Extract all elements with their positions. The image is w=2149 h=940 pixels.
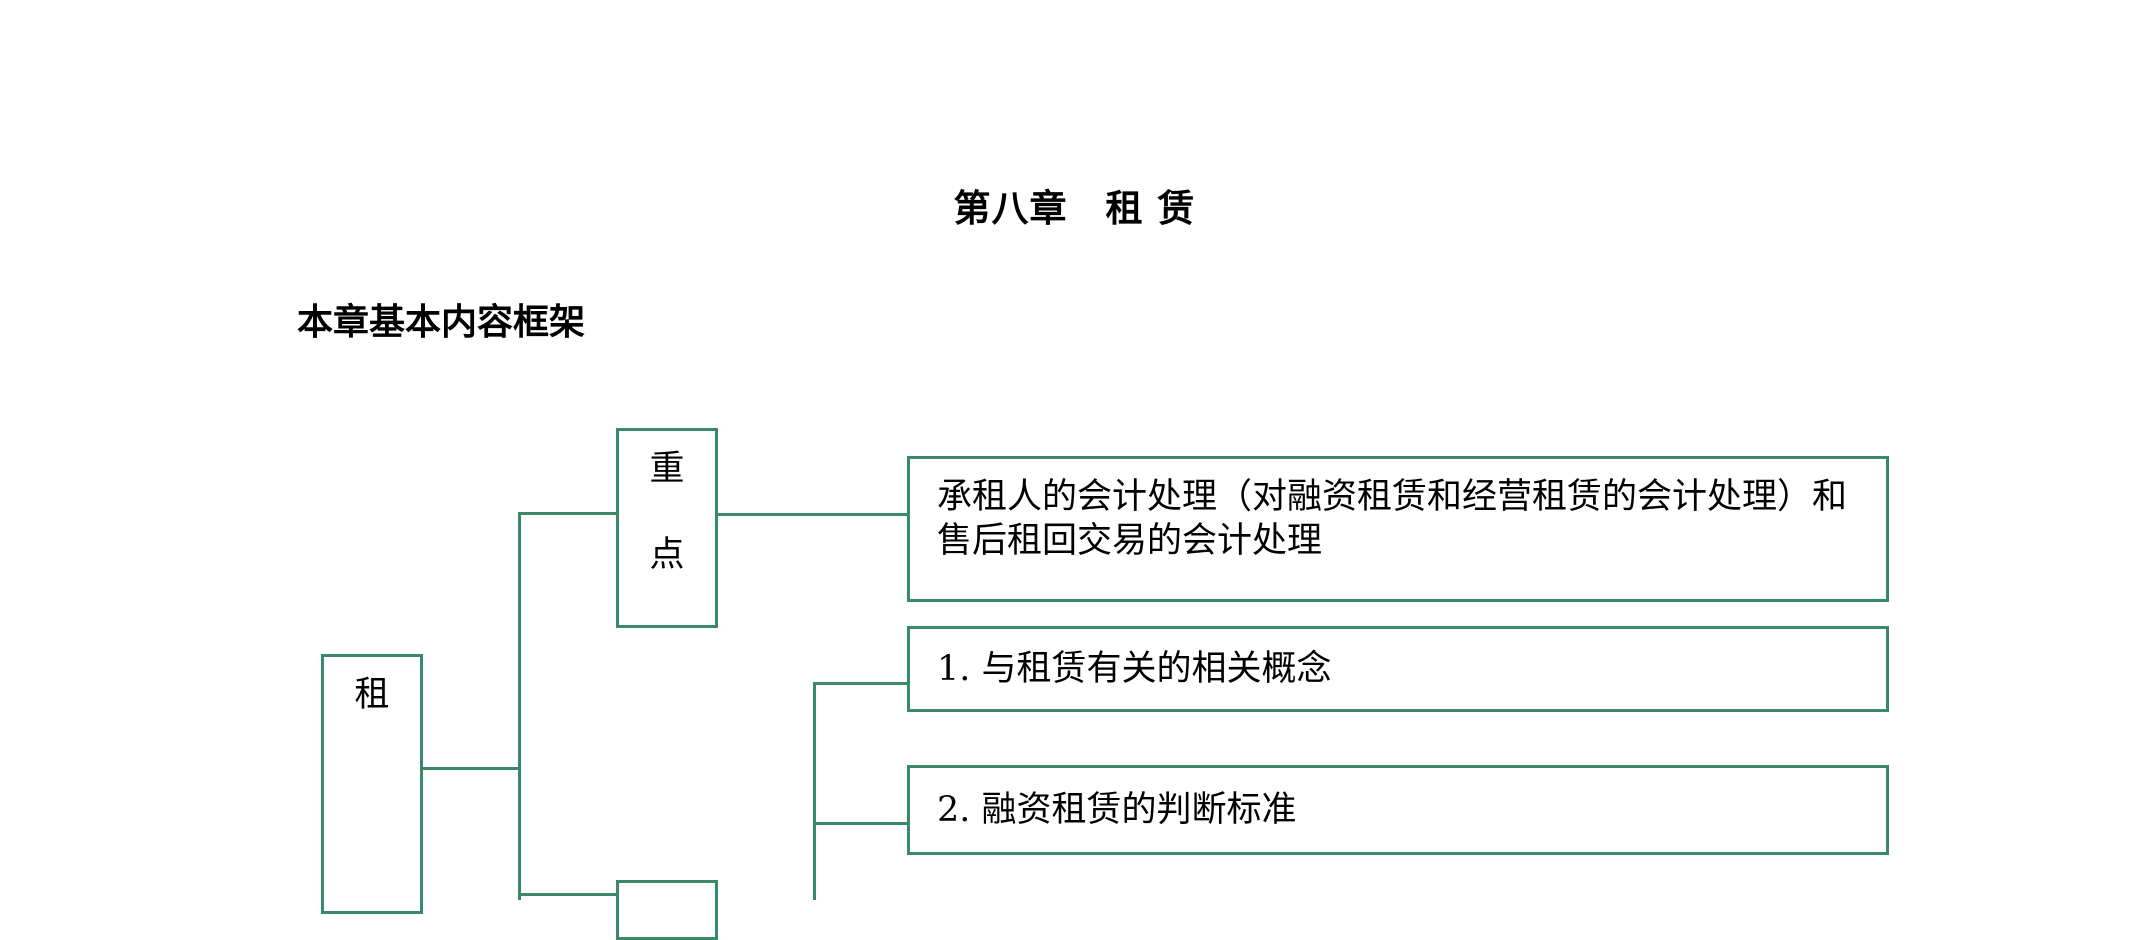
connector-trunk-to-item-1 xyxy=(813,682,910,685)
key-point-content-box: 承租人的会计处理（对融资租赁和经营租赁的会计处理）和售后租回交易的会计处理 xyxy=(907,456,1889,602)
document-page: 第八章 租 赁 本章基本内容框架 租 重 点 承租人的会计处理（对融资租赁和经营… xyxy=(297,187,1889,940)
connector-trunk-to-key-points xyxy=(518,512,619,515)
list-item-finance-lease-criteria-text: 2. 融资租赁的判断标准 xyxy=(937,790,1297,830)
root-node-label: 租 xyxy=(354,675,390,715)
connector-trunk-to-item-2 xyxy=(813,822,910,825)
key-point-content-text: 承租人的会计处理（对融资租赁和经营租赁的会计处理）和售后租回交易的会计处理 xyxy=(937,477,1848,561)
list-item-concepts-text: 1. 与租赁有关的相关概念 xyxy=(937,649,1332,689)
chapter-title: 第八章 租 赁 xyxy=(953,187,1196,230)
connector-key-points-to-content xyxy=(715,513,910,516)
connector-items-trunk xyxy=(813,682,816,900)
connector-lower-branch xyxy=(518,893,619,896)
section-heading: 本章基本内容框架 xyxy=(297,302,586,343)
root-node-lease: 租 xyxy=(321,654,423,914)
list-item-concepts: 1. 与租赁有关的相关概念 xyxy=(907,626,1889,712)
branch-node-label-char-1: 重 xyxy=(649,449,685,489)
branch-node-label-char-2: 点 xyxy=(649,535,685,575)
branch-node-key-points: 重 点 xyxy=(616,428,718,628)
list-item-finance-lease-criteria: 2. 融资租赁的判断标准 xyxy=(907,765,1889,855)
connector-main-trunk xyxy=(518,512,521,900)
connector-root-to-trunk xyxy=(421,767,520,770)
branch-node-lower xyxy=(616,880,718,940)
